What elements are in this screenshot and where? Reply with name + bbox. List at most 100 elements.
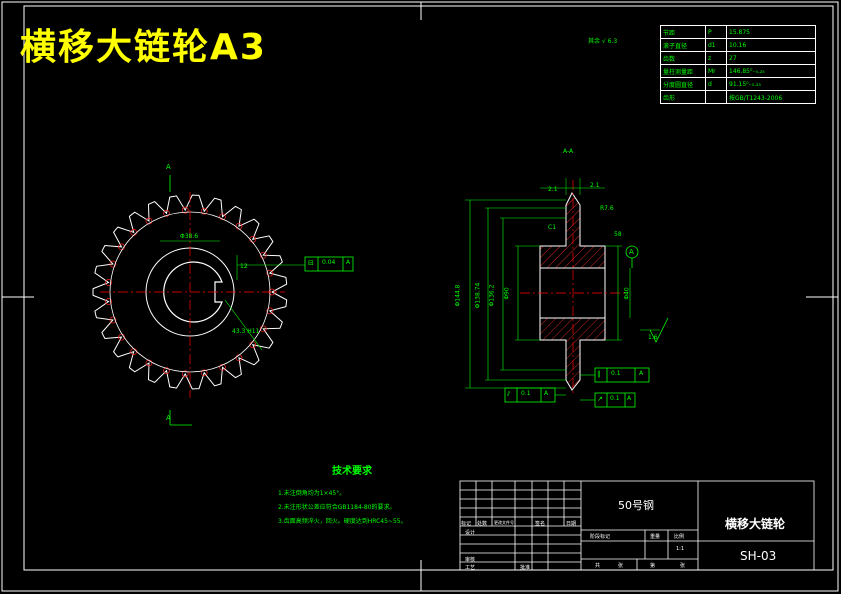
roughness-label: 其余 — [588, 38, 601, 45]
dim-key-depth: 43.3 H11 — [232, 328, 260, 335]
tooth-root-arc — [266, 307, 274, 315]
tooth-root-arc — [109, 260, 117, 268]
dim-chamfer: C1 — [548, 224, 557, 231]
param-symbol: Mr — [705, 64, 727, 78]
rev-col-1: 标记 — [461, 521, 472, 527]
dim-tip-dia: Φ138.74 — [474, 282, 482, 309]
dim-keyway: Φ38.6 — [180, 233, 199, 240]
teeth-outline — [92, 194, 288, 390]
param-symbol: d1 — [705, 38, 727, 52]
dim-radius: R7.6 — [600, 205, 614, 212]
param-name: 齿形 — [660, 90, 706, 104]
tol-frame2-sym: ⫽ — [507, 390, 511, 398]
tooth-root-arc — [259, 251, 267, 259]
front-view-sprocket — [92, 175, 305, 426]
param-value: 15.875 — [726, 25, 816, 39]
param-value: 10.16 — [726, 38, 816, 52]
tooth-root-arc — [105, 298, 112, 305]
tooth-root-arc — [200, 369, 208, 377]
rev-col-4: 签名 — [535, 521, 546, 527]
tech-req-title: 技术要求 — [332, 466, 372, 477]
tooth-root-arc — [163, 367, 170, 374]
param-name: 节距 — [660, 25, 706, 39]
rev-col-5: 日期 — [566, 521, 577, 527]
param-symbol: d — [705, 77, 727, 91]
param-value: 按GB/T1243-2006 — [726, 90, 816, 104]
dim-key-width: 12 — [240, 263, 248, 270]
param-name: 分度圆直径 — [660, 77, 706, 91]
part-name: 横移大链轮 — [725, 517, 786, 531]
designer-label: 设计 — [465, 530, 476, 536]
tooth-root-arc — [181, 206, 189, 214]
param-row: 齿形 按GB/T1243-2006 — [660, 90, 816, 104]
tech-req-item-3: 3.齿面高频淬火，回火。硬度达到HRC45~55。 — [278, 518, 407, 525]
tol-frame2-ref: A — [544, 390, 549, 397]
inner-border — [23, 5, 834, 571]
roughness-note: 其余 √ 6.3 — [588, 36, 617, 45]
dim-top-left: 2.1 — [548, 186, 558, 193]
dim-right-bore: Φ40 — [623, 287, 631, 300]
sheet-1: 共 — [595, 563, 601, 569]
roughness-value: 6.3 — [607, 38, 618, 45]
tol-frame1-sym: ∥ — [597, 370, 601, 378]
param-name: 滚子直径 — [660, 38, 706, 52]
roughness-section: 1.6 — [648, 334, 658, 341]
rev-col-2: 处数 — [477, 521, 488, 527]
overlay-title: 横移大链轮A3 — [20, 27, 267, 68]
tol-frame3-sym: ↗ — [597, 395, 603, 403]
dim-right-58: 58 — [614, 231, 622, 238]
dim-top-right: 2.1 — [590, 182, 600, 189]
tech-req-item-2: 2.未注形状公差应符合GB1184-80的要求。 — [278, 504, 396, 511]
sheet-4: 张 — [680, 563, 686, 569]
stage-col-1: 阶段标记 — [590, 534, 611, 540]
tooth-root-arc — [259, 325, 267, 333]
scale-value: 1:1 — [676, 546, 685, 552]
param-symbol: P — [705, 25, 727, 39]
tol-front-symbol: ⊟ — [308, 259, 314, 267]
param-name: 齿数 — [660, 51, 706, 65]
param-value: 91.15⁰₋₀.₂₅ — [726, 77, 816, 91]
tooth-root-arc — [118, 333, 125, 341]
bottom-row-2: 工艺 — [465, 565, 476, 571]
tooth-root-arc — [109, 316, 117, 324]
tooth-root-arc — [181, 370, 189, 378]
section-mark-top: A — [166, 163, 171, 171]
tol-front-value: 0.04 — [322, 259, 336, 266]
tolerance-frame-front — [304, 256, 354, 272]
tooth-root-arc — [200, 207, 208, 215]
datum-a-label: A — [629, 248, 634, 256]
param-symbol — [705, 90, 727, 104]
drawing-number: SH-03 — [740, 549, 777, 563]
sheet-3: 第 — [650, 563, 656, 569]
stage-col-3: 比例 — [674, 534, 685, 540]
tooth-root-arc — [219, 363, 226, 371]
bottom-row-3: 批准 — [520, 565, 531, 571]
rev-col-3: 更改文件号 — [494, 520, 514, 525]
section-label: A-A — [563, 148, 574, 155]
tooth-root-arc — [219, 213, 226, 221]
bottom-row-1: 审核 — [465, 557, 476, 563]
title-block — [459, 480, 815, 571]
tooth-root-arc — [118, 243, 125, 251]
stage-col-2: 重量 — [650, 534, 661, 540]
tol-frame3-val: 0.1 — [610, 395, 620, 402]
tooth-root-arc — [163, 210, 170, 217]
bore-keyway — [163, 261, 223, 323]
tol-frame3-ref: A — [627, 395, 632, 402]
param-value: 27 — [726, 51, 816, 65]
tolerance-frames-section — [504, 367, 650, 408]
sheet-2: 张 — [618, 563, 624, 569]
dim-hub-dia: Φ90 — [503, 287, 511, 300]
tooth-root-arc — [266, 269, 274, 277]
material-label: 50号钢 — [618, 499, 654, 512]
tooth-root-arc — [105, 279, 112, 286]
tol-frame1-val: 0.1 — [611, 370, 621, 377]
section-mark-bottom: A — [166, 414, 171, 422]
param-name: 量柱测量距 — [660, 64, 706, 78]
